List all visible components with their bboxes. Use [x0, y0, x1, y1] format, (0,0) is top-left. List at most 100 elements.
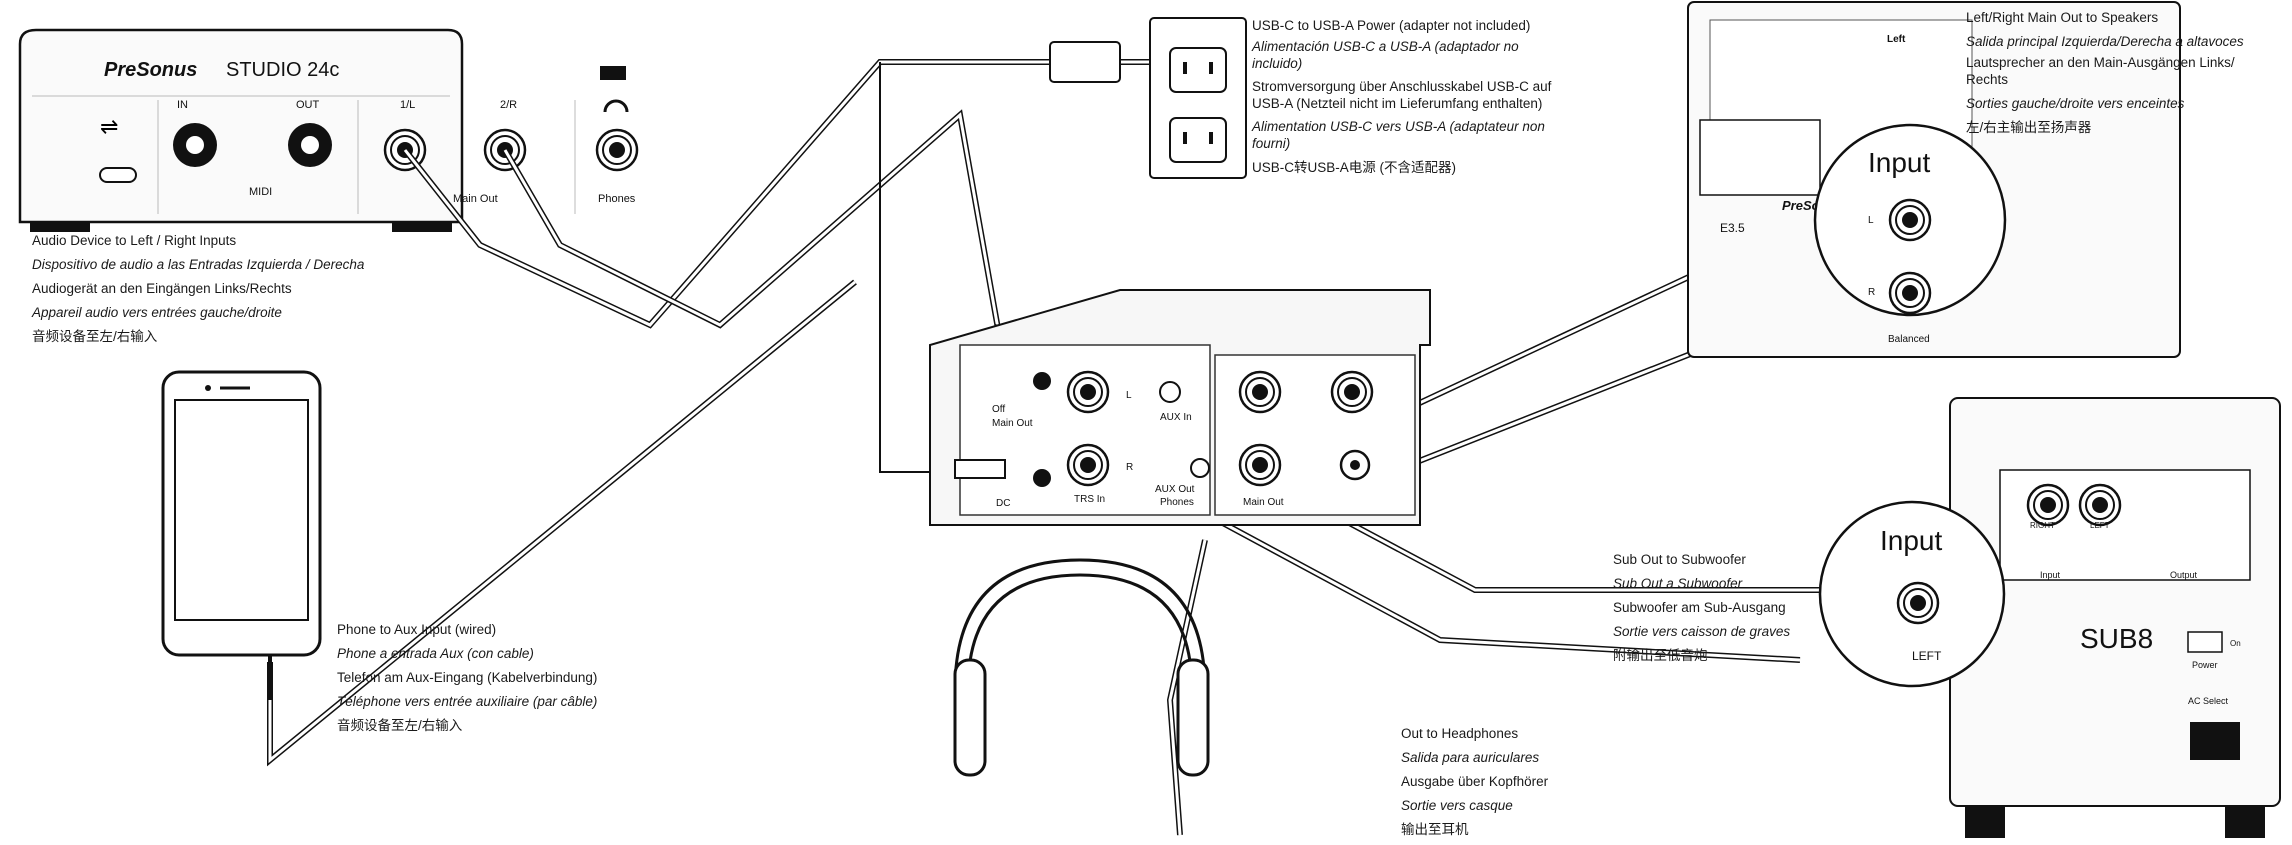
sub-on: On [2230, 639, 2241, 648]
caption-fr: Sortie vers casque [1401, 798, 1513, 813]
phones-jack [595, 128, 639, 172]
caption-fr: Téléphone vers entrée auxiliaire (par câ… [337, 694, 598, 709]
caption-es: Salida para auriculares [1401, 750, 1540, 765]
sub-power: Power [2192, 660, 2218, 670]
midi-out-port [288, 123, 332, 167]
caption-subwoofer: Sub Out to Subwoofer Sub Out a Subwoofer… [1613, 548, 1790, 668]
phone [161, 370, 322, 700]
screw-icon [1033, 469, 1051, 487]
caption-zh: 左/右主输出至扬声器 [1966, 120, 2092, 135]
caption-en: USB-C to USB-A Power (adapter not includ… [1252, 18, 1531, 33]
caption-de: Audiogerät an den Eingängen Links/Rechts [32, 281, 292, 296]
headphones [953, 558, 1210, 777]
caption-fr: Alimentation USB-C vers USB-A (adaptateu… [1252, 119, 1545, 151]
device-brand: PreSonus [104, 59, 197, 81]
hub-right-label: R [1126, 462, 1133, 473]
caption-usb-power: USB-C to USB-A Power (adapter not includ… [1252, 14, 1572, 180]
hub-panel: L R AUX In Off Main Out TRS In DC AUX Ou… [929, 289, 1431, 526]
aux-in-label: AUX In [1160, 412, 1192, 423]
sub-input-tab: Input [2040, 570, 2061, 580]
speaker-balanced: Balanced [1888, 334, 1930, 345]
sub-model: SUB8 [2080, 623, 2153, 654]
caption-es: Phone a entrada Aux (con cable) [337, 646, 534, 661]
aux-out-label: AUX Out [1155, 484, 1195, 495]
hub-main-out2-label: Main Out [1243, 497, 1284, 508]
caption-zh: USB-C转USB-A电源 (不含适配器) [1252, 160, 1457, 175]
caption-headphones: Out to Headphones Salida para auriculare… [1401, 722, 1548, 842]
sub-right: RIGHT [2030, 521, 2055, 530]
caption-fr: Appareil audio vers entrées gauche/droit… [32, 305, 282, 320]
sub-left: LEFT [2090, 521, 2110, 530]
input-2-label: 2/R [500, 99, 517, 111]
caption-phone: Phone to Aux Input (wired) Phone a entra… [337, 618, 597, 738]
trs-in-label: TRS In [1074, 494, 1105, 505]
aux-out-jack [1190, 458, 1210, 478]
caption-zh: 音频设备至左/右输入 [32, 329, 158, 344]
screw-icon [1033, 372, 1051, 390]
studio-24c-interface: PreSonus STUDIO 24c IN OUT MIDI ⇌ 1/L 2/… [18, 28, 639, 232]
power-outlet [1049, 17, 1247, 179]
caption-fr: Sortie vers caisson de graves [1613, 624, 1791, 639]
speaker-input-title: Input [1868, 147, 1930, 178]
hub-jack-right [1066, 443, 1110, 487]
speaker-input-r: R [1868, 287, 1875, 298]
caption-fr: Sorties gauche/droite vers enceintes [1966, 96, 2185, 111]
subwoofer: Input Output RIGHT LEFT SUB8 On Power AC… [1818, 397, 2281, 838]
iec-power-socket [2190, 722, 2240, 760]
sub-jack-left [2078, 483, 2122, 527]
caption-de: Subwoofer am Sub-Ausgang [1613, 600, 1786, 615]
usb-c-port [99, 167, 137, 183]
midi-out-label: OUT [296, 99, 320, 111]
hub-phones-label: Phones [1160, 497, 1194, 508]
speaker-input-l: L [1868, 215, 1874, 226]
power-switch [2187, 631, 2223, 653]
caption-es: Salida principal Izquierda/Derecha a alt… [1966, 34, 2244, 49]
hub-left-label: L [1126, 390, 1132, 401]
speaker: Left PreSonus E3.5 Input L R Balanced [1687, 1, 2181, 358]
caption-de: Lautsprecher an den Main-Ausgängen Links… [1966, 55, 2235, 87]
caption-de: Telefon am Aux-Eingang (Kabelverbindung) [337, 670, 598, 685]
speaker-left-label: Left [1887, 34, 1906, 45]
caption-de: Stromversorgung über Anschlusskabel USB-… [1252, 79, 1552, 111]
dc-label: DC [996, 498, 1010, 509]
input-1-label: 1/L [400, 99, 415, 111]
sub-input-jack [1896, 581, 1940, 625]
speaker-model: E3.5 [1720, 221, 1745, 235]
main-out-right-jack [1330, 370, 1374, 414]
lock-slot-icon [600, 66, 626, 80]
sub-input-left: LEFT [1912, 649, 1942, 663]
midi-in-label: IN [177, 99, 188, 111]
hub-jack-left [1066, 370, 1110, 414]
caption-speakers: Left/Right Main Out to Speakers Salida p… [1966, 6, 2276, 140]
caption-en: Out to Headphones [1401, 726, 1519, 741]
headphone-icon [603, 99, 629, 113]
dc-port [954, 459, 1006, 479]
caption-en: Audio Device to Left / Right Inputs [32, 233, 237, 248]
aux-in-jack [1159, 381, 1181, 403]
usb-icon: ⇌ [100, 114, 118, 139]
sub-output-tab: Output [2170, 570, 2198, 580]
off-label: Off [992, 404, 1005, 415]
caption-es: Dispositivo de audio a las Entradas Izqu… [32, 257, 365, 272]
usb-adapter [1049, 41, 1121, 83]
hub-main-out-label: Main Out [992, 418, 1033, 429]
sub-ac-select: AC Select [2188, 696, 2229, 706]
caption-es: Sub Out a Subwoofer [1613, 576, 1743, 591]
caption-en: Sub Out to Subwoofer [1613, 552, 1746, 567]
main-out-2-jack [1238, 443, 1282, 487]
midi-label: MIDI [249, 186, 272, 198]
caption-zh: 音频设备至左/右输入 [337, 718, 463, 733]
midi-in-port [173, 123, 217, 167]
caption-es: Alimentación USB-C a USB-A (adaptador no… [1252, 39, 1519, 71]
caption-zh: 输出至耳机 [1401, 822, 1469, 837]
caption-en: Phone to Aux Input (wired) [337, 622, 497, 637]
speaker-jack-r [1888, 271, 1932, 315]
caption-zh: 附输出至低音炮 [1613, 648, 1708, 663]
main-out-left-jack [1238, 370, 1282, 414]
sub-jack-right [2026, 483, 2070, 527]
phones-label: Phones [598, 193, 636, 205]
caption-audio-device: Audio Device to Left / Right Inputs Disp… [32, 229, 364, 349]
speaker-jack-l [1888, 198, 1932, 242]
caption-en: Left/Right Main Out to Speakers [1966, 10, 2159, 25]
